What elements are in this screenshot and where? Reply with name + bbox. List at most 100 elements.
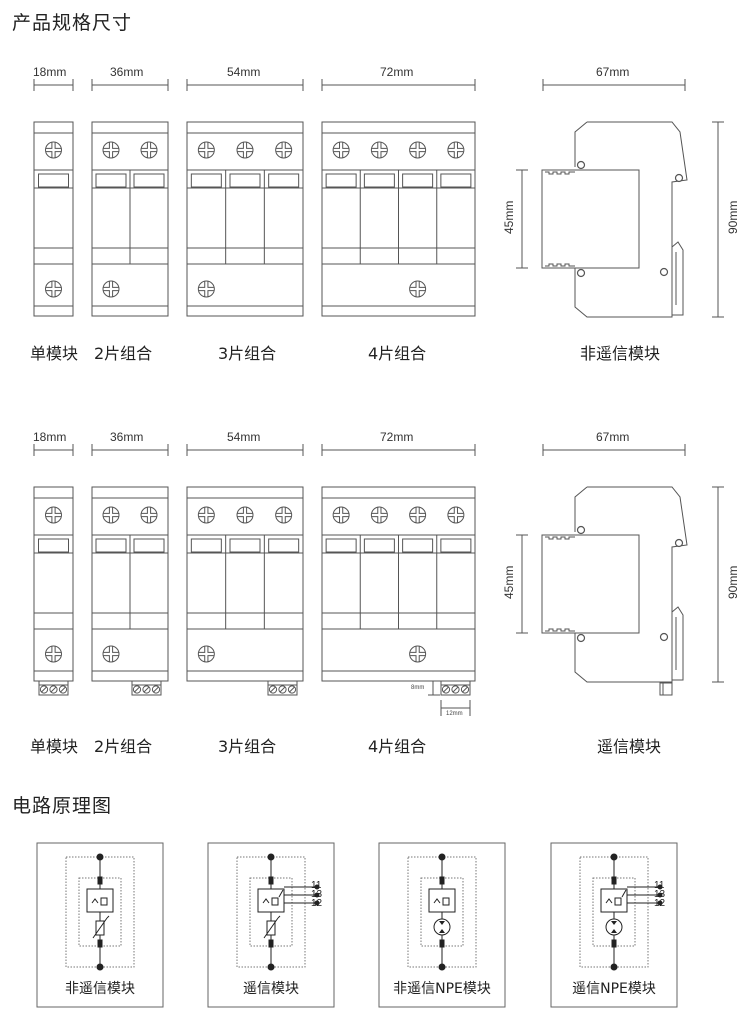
- dimension-line: [91, 79, 169, 91]
- indicator-window: [363, 538, 395, 553]
- caption-2-pole: 2片组合: [94, 737, 153, 756]
- dim-label-36mm: 36mm: [110, 65, 144, 79]
- screw-slot: [46, 646, 61, 662]
- screw-icon: [197, 506, 215, 524]
- screw-icon: [140, 506, 158, 524]
- dim-label-90mm: 90mm: [726, 565, 740, 599]
- screw-icon: [102, 645, 120, 663]
- screw-head: [275, 506, 293, 524]
- rivet-icon: [576, 633, 586, 643]
- terminal-screw-icon: [58, 685, 68, 694]
- circuit-caption-remote: 遥信模块: [243, 981, 299, 997]
- indicator-window: [325, 538, 357, 553]
- dimension-line: [33, 79, 74, 91]
- gdt-electrodes: [439, 921, 445, 933]
- screw-slot: [103, 281, 119, 297]
- screw-head: [140, 141, 158, 159]
- screw-icon: [236, 141, 254, 159]
- module-54mm: [186, 121, 304, 317]
- thermal-disconnector: [257, 888, 285, 913]
- caption-4-pole: 4片组合: [368, 344, 427, 363]
- pin-label-11: 11: [654, 880, 665, 891]
- terminal-screw-icon: [441, 685, 451, 694]
- screw-head: [45, 280, 62, 298]
- screw-head: [197, 141, 215, 159]
- screw-icon: [370, 141, 388, 159]
- dimension-line: [712, 486, 724, 683]
- screw-slot: [198, 507, 214, 523]
- circuit-caption-non-remote: 非遥信模块: [65, 981, 135, 997]
- indicator-window: [95, 173, 127, 188]
- screw-head: [102, 506, 120, 524]
- screw-head: [447, 506, 465, 524]
- remote-contact-switch: [621, 889, 627, 898]
- dim-label-36mm: 36mm: [110, 430, 144, 444]
- rivet-icon: [674, 538, 684, 548]
- dim-label-45mm: 45mm: [502, 200, 516, 234]
- varistor-slash: [277, 915, 281, 919]
- screw-head: [236, 141, 254, 159]
- terminal-slot: [279, 686, 286, 693]
- module-36mm-remote: [91, 486, 169, 696]
- module-54mm-remote: [186, 486, 304, 696]
- sensor-box: [100, 897, 108, 906]
- gdt-electrodes: [611, 921, 617, 933]
- dimension-line: [33, 444, 74, 456]
- dim-label-terminal-height: 8mm: [411, 685, 425, 691]
- screw-head: [447, 141, 465, 159]
- rivet-icon: [576, 160, 586, 170]
- screw-head: [275, 141, 293, 159]
- side-fins: [545, 171, 575, 267]
- screw-slot: [410, 646, 426, 662]
- dimension-line: [321, 79, 476, 91]
- dimension-line: [186, 444, 304, 456]
- terminal-screw-icon: [142, 685, 151, 694]
- screw-icon: [102, 280, 120, 298]
- terminal-dot-icon: [438, 963, 446, 971]
- screw-head: [409, 280, 427, 298]
- screw-head: [370, 506, 388, 524]
- dimension-line: [91, 444, 169, 456]
- terminal-screw-icon: [460, 685, 470, 694]
- terminal-slot: [134, 686, 140, 693]
- dimension-line: [712, 121, 724, 318]
- din-rail-clip: [671, 606, 684, 681]
- rivet-icon: [659, 267, 669, 277]
- indicator-window: [190, 538, 222, 553]
- terminal-slot: [289, 686, 295, 693]
- indicator-window: [190, 173, 222, 188]
- dim-label-72mm: 72mm: [380, 430, 414, 444]
- screw-icon: [447, 506, 465, 524]
- screw-slot: [410, 507, 426, 523]
- screw-slot: [237, 507, 253, 523]
- screw-slot: [448, 142, 464, 158]
- screw-icon: [45, 506, 62, 524]
- remote-terminal-block: [267, 680, 298, 696]
- dim-label-terminal-width: 12mm: [446, 711, 463, 717]
- screw-slot: [46, 281, 61, 297]
- terminal-screw-icon: [451, 685, 460, 694]
- screw-head: [45, 506, 62, 524]
- terminal-dot-icon: [267, 853, 275, 861]
- screw-icon: [45, 280, 62, 298]
- din-rail-clip: [671, 241, 684, 316]
- screw-icon: [197, 280, 215, 298]
- remote-pin-dot-icon: [314, 892, 320, 898]
- terminal-dot-icon: [610, 853, 618, 861]
- rivet-icon: [659, 632, 669, 642]
- terminal-screw-icon: [151, 685, 161, 694]
- thermal-disconnector: [600, 888, 628, 913]
- screw-icon: [275, 141, 293, 159]
- remote-contact-switch: [278, 889, 284, 898]
- remote-terminal-block: [131, 680, 162, 696]
- terminal-screw-icon: [39, 685, 49, 694]
- side-housing-outline: [574, 486, 688, 683]
- rivet-icon: [674, 173, 684, 183]
- dimension-line: [186, 79, 304, 91]
- module-body: [33, 121, 74, 317]
- side-front-box: [541, 169, 640, 269]
- switch-symbol-icon: [433, 898, 441, 904]
- screw-icon: [197, 645, 215, 663]
- screw-slot: [198, 646, 214, 662]
- terminal-dot-icon: [96, 963, 104, 971]
